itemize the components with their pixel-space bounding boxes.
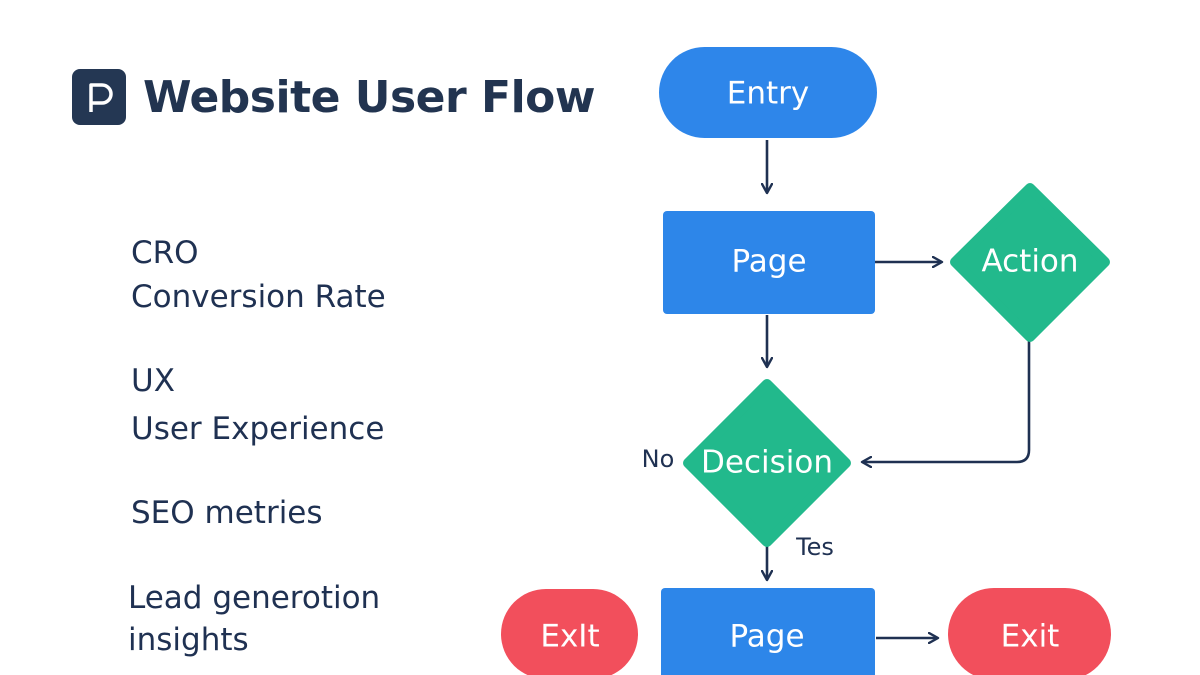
arrow-action-to-decision bbox=[862, 340, 1031, 462]
node-action-label: Action bbox=[981, 244, 1078, 280]
term-seo: SEO metries bbox=[131, 495, 323, 531]
node-page-top-label: Page bbox=[731, 244, 806, 280]
node-entry-label: Entry bbox=[727, 76, 809, 112]
node-decision[interactable]: Decision bbox=[683, 379, 851, 547]
node-exit-right-label: Exit bbox=[1001, 619, 1060, 655]
node-page-bottom-label: Page bbox=[729, 619, 804, 655]
term-ux-abbr: UX bbox=[131, 363, 175, 399]
edge-label-yes: Tes bbox=[795, 533, 834, 561]
node-page-bottom[interactable]: Page bbox=[661, 588, 875, 675]
page-title: Website User Flow bbox=[143, 72, 596, 123]
term-ux-full: User Experience bbox=[131, 411, 385, 447]
p-monogram-icon bbox=[89, 83, 113, 112]
term-cro-abbr: CRO bbox=[131, 235, 199, 271]
node-page-top[interactable]: Page bbox=[663, 211, 875, 314]
edge-label-no: No bbox=[642, 445, 675, 473]
node-action[interactable]: Action bbox=[950, 183, 1110, 342]
node-entry[interactable]: Entry bbox=[659, 47, 877, 138]
connectors bbox=[767, 140, 1031, 638]
term-lead-line1: Lead generotion bbox=[128, 580, 381, 616]
node-exit-right[interactable]: Exit bbox=[948, 588, 1111, 675]
node-decision-label: Decision bbox=[701, 445, 833, 481]
node-exit-left-label: ExIt bbox=[540, 619, 599, 655]
term-lead-line2: insights bbox=[128, 622, 249, 658]
term-cro-full: Conversion Rate bbox=[131, 279, 386, 315]
logo bbox=[72, 69, 126, 125]
node-exit-left[interactable]: ExIt bbox=[501, 589, 638, 675]
